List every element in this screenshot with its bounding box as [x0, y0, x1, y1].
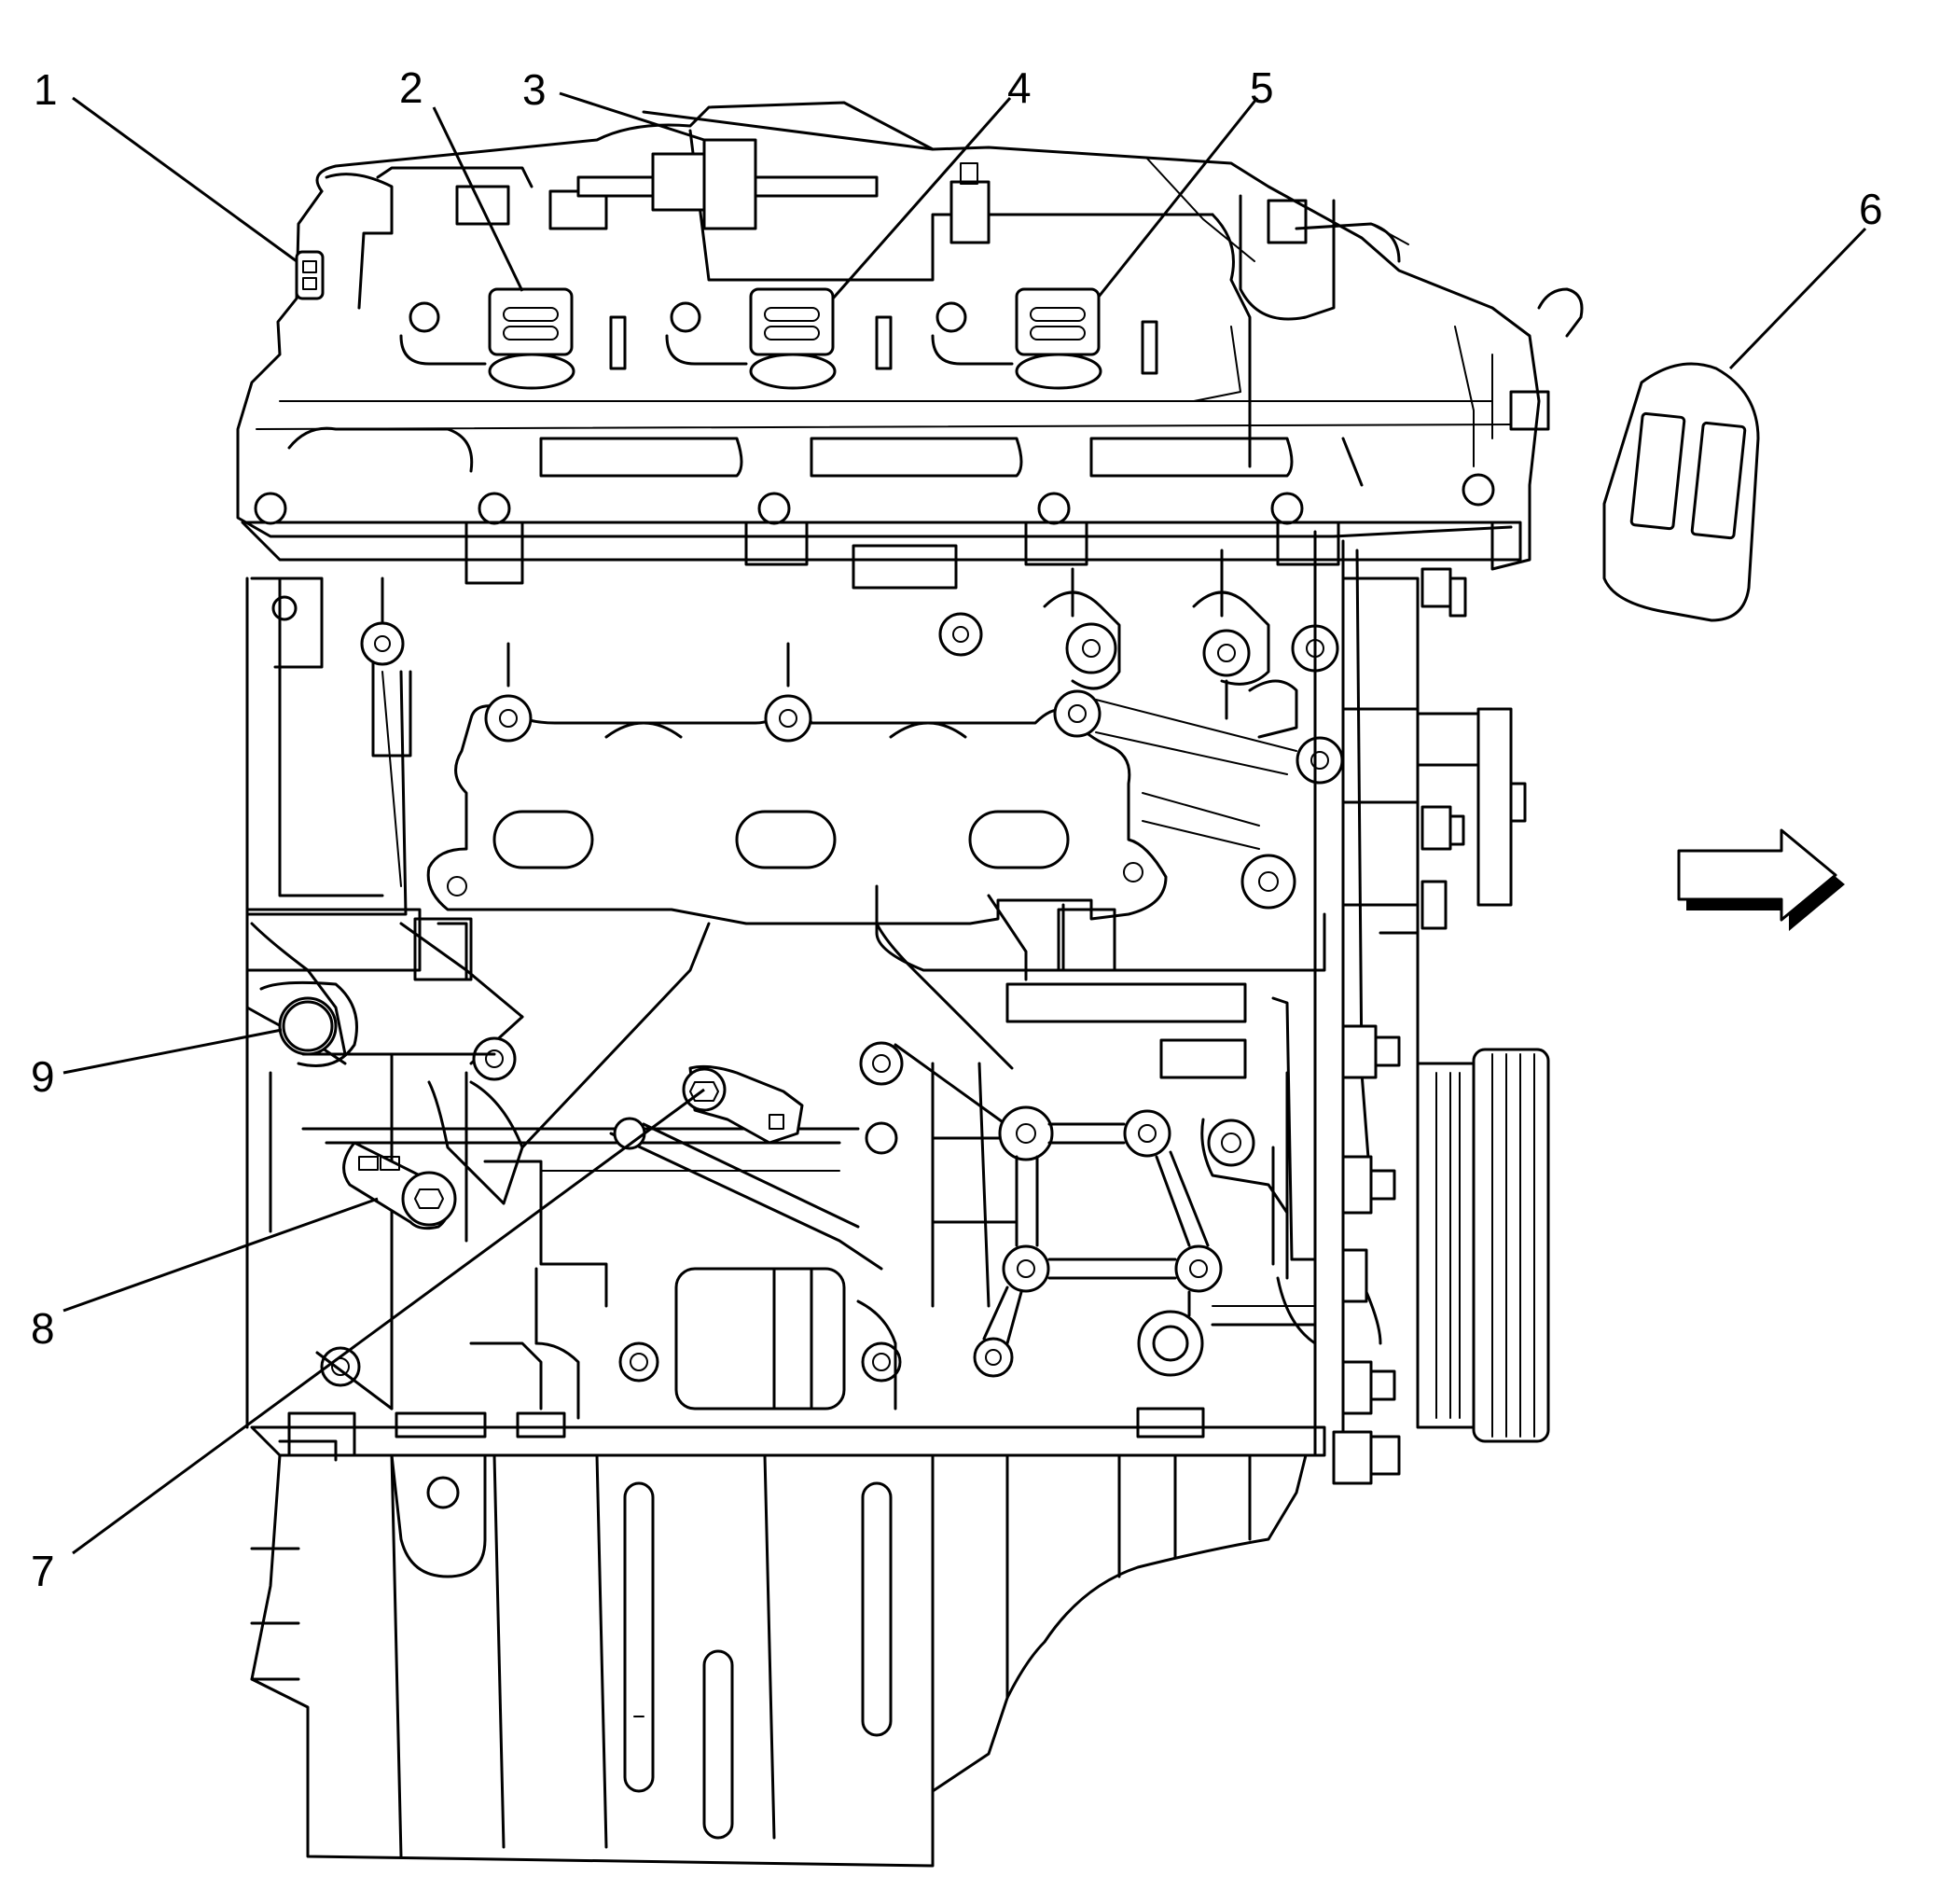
oil-pan — [250, 1453, 1308, 1868]
right-arrow-icon — [1677, 828, 1845, 931]
sensor-7 — [682, 1064, 804, 1145]
injector-2 — [399, 287, 575, 390]
throttle-body-6 — [1602, 362, 1760, 622]
callouts: 1 2 3 4 5 6 7 8 9 — [31, 63, 1883, 1595]
callout-3: 3 — [522, 65, 547, 114]
callout-8: 8 — [31, 1304, 55, 1353]
sensor-9 — [259, 980, 358, 1067]
sensor-8 — [342, 1141, 457, 1230]
injector-4 — [609, 287, 837, 390]
callout-4: 4 — [1007, 63, 1032, 112]
callout-7: 7 — [31, 1547, 55, 1595]
injector-5 — [875, 287, 1158, 390]
intake-manifold — [236, 101, 1584, 571]
callout-2: 2 — [399, 63, 423, 112]
sensor-3 — [576, 138, 879, 230]
manifold-bolts — [254, 473, 1495, 590]
connector-small — [949, 162, 991, 244]
engine-block — [245, 530, 1550, 1485]
sensor-connector-1 — [295, 250, 325, 300]
callout-1: 1 — [34, 65, 58, 114]
callout-5: 5 — [1250, 63, 1274, 112]
leader-lines — [62, 91, 1867, 1555]
callout-9: 9 — [31, 1052, 55, 1101]
callout-6: 6 — [1859, 185, 1883, 233]
